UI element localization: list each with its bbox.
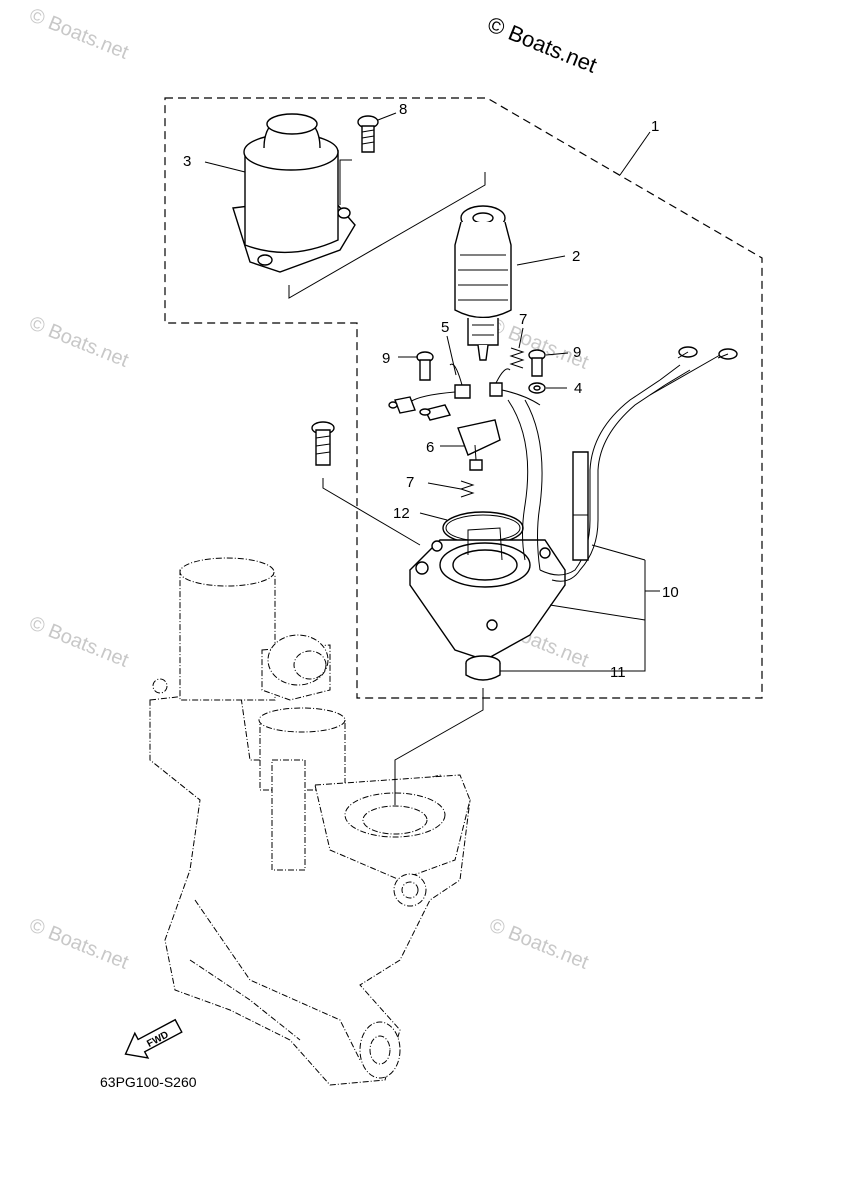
watermark-2: © Boats.net — [26, 312, 132, 372]
callout-leaders — [204, 112, 660, 672]
brush-holder-part-5 — [388, 363, 541, 421]
callout-8: 8 — [399, 101, 407, 118]
brush-part-6 — [457, 419, 501, 471]
callout-7-lower: 7 — [406, 474, 414, 491]
tilt-unit-outline — [149, 557, 471, 1086]
spring-part-7-upper — [509, 347, 525, 369]
screw-8-leader — [339, 159, 352, 205]
screw-part-9-right — [528, 349, 546, 377]
callout-9-right: 9 — [573, 344, 581, 361]
callout-9-left: 9 — [382, 350, 390, 367]
armature-part-2 — [454, 205, 512, 361]
callout-5: 5 — [441, 319, 449, 336]
copyright-text: © Boats.net — [484, 11, 600, 77]
bolt-part — [311, 421, 335, 466]
spring-part-7-lower — [459, 480, 475, 498]
watermark-3: © Boats.net — [26, 612, 132, 672]
callout-12: 12 — [393, 505, 410, 522]
callout-10: 10 — [662, 584, 679, 601]
watermark-1: © Boats.net — [26, 4, 132, 64]
callout-3: 3 — [183, 153, 191, 170]
callout-6: 6 — [426, 439, 434, 456]
callout-1: 1 — [651, 118, 659, 135]
callout-2: 2 — [572, 248, 580, 265]
screw-part-8 — [357, 115, 379, 153]
grommet-part-11 — [465, 655, 501, 681]
motor-part-3 — [232, 113, 356, 273]
assembly-boundary — [164, 97, 763, 699]
callout-labels: 1 2 3 4 5 6 7 7 8 9 9 10 11 12 — [183, 101, 679, 681]
callout-4: 4 — [574, 380, 582, 397]
watermark-4: © Boats.net — [26, 914, 132, 974]
callout-7-upper: 7 — [519, 311, 527, 328]
o-ring-part-12 — [442, 511, 524, 545]
fwd-label: FWD — [145, 1029, 170, 1049]
motor-leader — [288, 172, 486, 299]
callout-11: 11 — [610, 664, 626, 681]
fwd-arrow-icon: FWD — [124, 1018, 183, 1059]
diagram-code: 63PG100-S260 — [100, 1074, 197, 1090]
bolt-leader — [322, 478, 421, 546]
washer-part-4 — [528, 382, 546, 394]
housing-part-10 — [409, 346, 738, 661]
grommet-to-unit-leader — [394, 688, 484, 805]
screw-part-9-left — [416, 351, 434, 381]
watermark-7: © Boats.net — [486, 914, 592, 974]
